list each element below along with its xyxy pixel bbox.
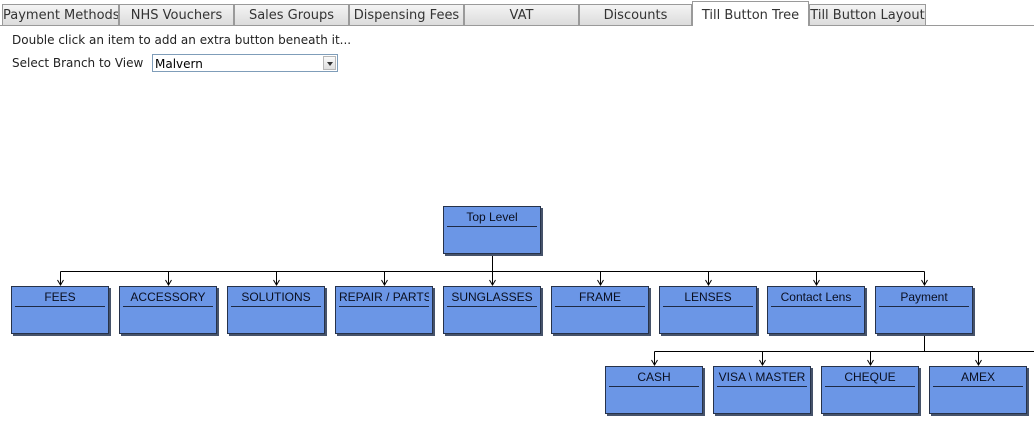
connector-arrow xyxy=(381,279,388,286)
tree-node-cheque[interactable]: CHEQUE xyxy=(821,366,919,414)
branch-select-value: Malvern xyxy=(155,57,203,71)
tree-node-label: Top Level xyxy=(447,208,537,227)
connector-arrow xyxy=(651,359,658,366)
connector-arrow xyxy=(813,279,820,286)
tree-node-label: Contact Lens xyxy=(771,288,861,307)
tab-till-button-tree[interactable]: Till Button Tree xyxy=(692,1,809,26)
tree-node-repair-parts[interactable]: REPAIR / PARTS xyxy=(335,286,433,334)
connector-arrow xyxy=(273,279,280,286)
tree-node-label: SUNGLASSES xyxy=(447,288,537,307)
tab-payment-methods[interactable]: Payment Methods xyxy=(2,4,119,25)
tree-node-label: VISA \ MASTER xyxy=(717,368,807,387)
tree-node-fees[interactable]: FEES xyxy=(11,286,109,334)
connector-arrow xyxy=(921,279,928,286)
tab-dispensing-fees[interactable]: Dispensing Fees xyxy=(349,4,464,25)
tree-node-label: REPAIR / PARTS xyxy=(339,288,429,307)
connector-arrow xyxy=(759,359,766,366)
tree-node-accessory[interactable]: ACCESSORY xyxy=(119,286,217,334)
tree-node-label: AMEX xyxy=(933,368,1023,387)
connector-arrow xyxy=(705,279,712,286)
connector-arrow xyxy=(867,359,874,366)
branch-select[interactable]: Malvern xyxy=(152,54,338,72)
tree-node-cash[interactable]: CASH xyxy=(605,366,703,414)
tab-till-button-layout[interactable]: Till Button Layout xyxy=(809,4,926,25)
tree-node-label: Payment xyxy=(879,288,969,307)
tab-discounts[interactable]: Discounts xyxy=(579,4,692,25)
connector-arrow xyxy=(975,359,982,366)
connector-arrow xyxy=(57,279,64,286)
tree-node-contact-lens[interactable]: Contact Lens xyxy=(767,286,865,334)
tree-node-label: ACCESSORY xyxy=(123,288,213,307)
tree-node-payment[interactable]: Payment xyxy=(875,286,973,334)
tree-node-frame[interactable]: FRAME xyxy=(551,286,649,334)
tree-node-label: LENSES xyxy=(663,288,753,307)
tree-node-label: FEES xyxy=(15,288,105,307)
tab-bar: Payment Methods NHS Vouchers Sales Group… xyxy=(0,0,1034,26)
instruction-text: Double click an item to add an extra but… xyxy=(12,33,352,47)
tree-node-lenses[interactable]: LENSES xyxy=(659,286,757,334)
tree-node-visa-master[interactable]: VISA \ MASTER xyxy=(713,366,811,414)
tree-node-label: CASH xyxy=(609,368,699,387)
connector-arrow xyxy=(489,279,496,286)
tab-nhs-vouchers[interactable]: NHS Vouchers xyxy=(119,4,234,25)
tab-vat[interactable]: VAT xyxy=(464,4,579,25)
tree-node-top-level[interactable]: Top Level xyxy=(443,206,541,254)
connector-arrow xyxy=(597,279,604,286)
connector-arrow xyxy=(165,279,172,286)
tree-node-sunglasses[interactable]: SUNGLASSES xyxy=(443,286,541,334)
tree-node-label: FRAME xyxy=(555,288,645,307)
tree-node-label: SOLUTIONS xyxy=(231,288,321,307)
tree-node-amex[interactable]: AMEX xyxy=(929,366,1027,414)
tab-sales-groups[interactable]: Sales Groups xyxy=(234,4,349,25)
branch-label: Select Branch to View xyxy=(12,56,144,70)
chevron-down-icon[interactable] xyxy=(323,56,336,70)
tree-node-solutions[interactable]: SOLUTIONS xyxy=(227,286,325,334)
tree-node-label: CHEQUE xyxy=(825,368,915,387)
